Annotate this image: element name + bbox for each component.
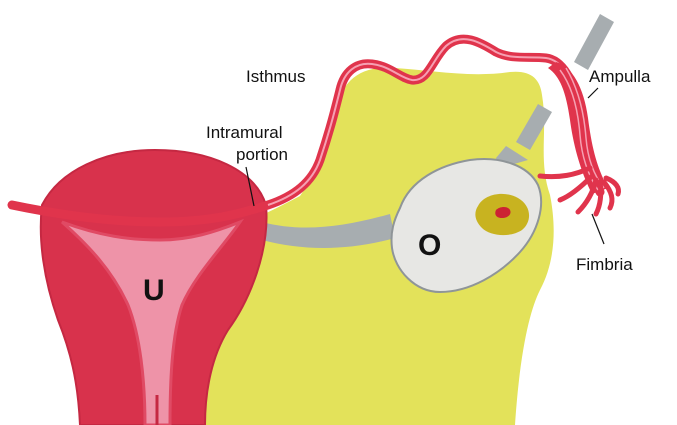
label-intramural-line2: portion	[236, 145, 288, 164]
label-fimbria: Fimbria	[576, 255, 633, 274]
label-ampulla: Ampulla	[589, 67, 651, 86]
label-isthmus: Isthmus	[246, 67, 306, 86]
leader-fimbria	[592, 214, 604, 244]
mesosalpinx-stalk-upper	[574, 14, 614, 70]
leader-ampulla	[588, 88, 598, 98]
label-intramural-line1: Intramural	[206, 123, 283, 142]
label-ovary: O	[418, 229, 441, 262]
label-uterus: U	[143, 274, 165, 307]
